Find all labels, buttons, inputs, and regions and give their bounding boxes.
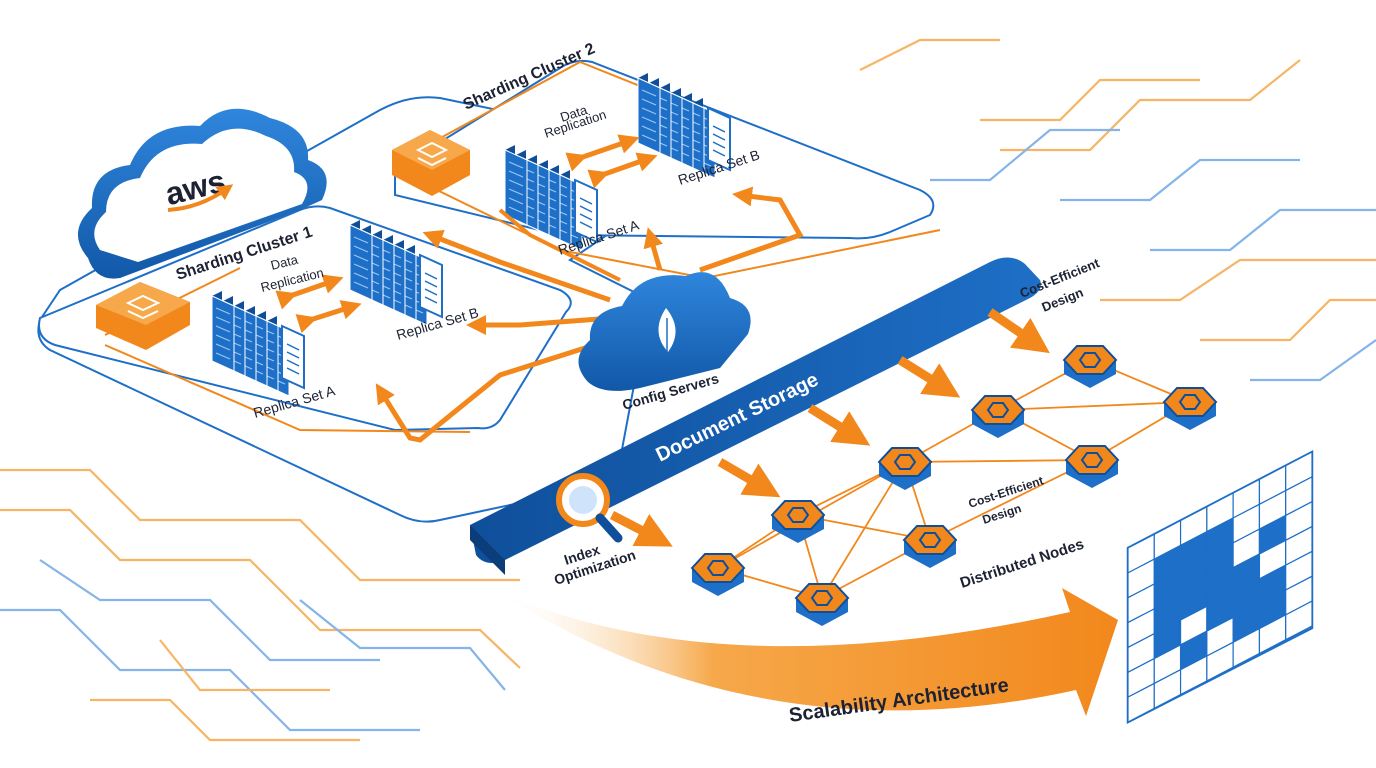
node-link <box>821 461 906 599</box>
node-link <box>929 459 1093 541</box>
document-storage-band <box>470 257 1041 575</box>
shard-icon-cluster-1 <box>96 282 190 350</box>
distributed-nodes-label: Distributed Nodes <box>958 536 1086 592</box>
magnifier-icon <box>556 473 623 543</box>
config-arrows <box>375 186 804 443</box>
node-hexagon <box>1064 445 1120 488</box>
server-slab <box>349 220 373 301</box>
node-hexagon <box>1162 387 1218 430</box>
shard-icon-cluster-2 <box>392 130 470 196</box>
server-slab <box>637 73 661 154</box>
grid-cells <box>1127 451 1313 723</box>
document-page-icon <box>419 253 443 319</box>
document-page-icon <box>281 324 305 390</box>
rack-cluster1-b <box>349 220 443 326</box>
distributed-nodes <box>690 345 1218 626</box>
rack-cluster2-b <box>637 73 731 179</box>
node-link <box>997 401 1191 411</box>
grid-cell <box>1285 600 1313 641</box>
config-servers-cloud <box>578 272 751 391</box>
aws-cloud-icon: aws <box>77 108 327 279</box>
node-hexagon <box>690 553 746 596</box>
rack-cluster2-a <box>504 145 598 251</box>
node-hexagon <box>902 525 958 568</box>
server-slab <box>504 145 528 226</box>
node-hexagon <box>970 395 1026 438</box>
node-hexagon <box>794 583 850 626</box>
grid-panel <box>1126 449 1314 725</box>
server-racks <box>211 73 731 397</box>
band-to-node-arrows <box>609 308 1050 547</box>
scalability-arrow <box>495 588 1118 716</box>
node-hexagon <box>770 500 826 543</box>
rack-cluster1-a <box>211 291 305 397</box>
node-hexagon <box>1062 345 1118 388</box>
node-link <box>904 459 1093 463</box>
document-page-icon <box>707 106 731 172</box>
background-traces <box>0 38 1376 742</box>
server-slab <box>211 291 235 372</box>
node-hexagon <box>877 447 933 490</box>
cluster-1-replication-line1: Data <box>269 252 300 273</box>
replication-arrows <box>275 134 658 334</box>
